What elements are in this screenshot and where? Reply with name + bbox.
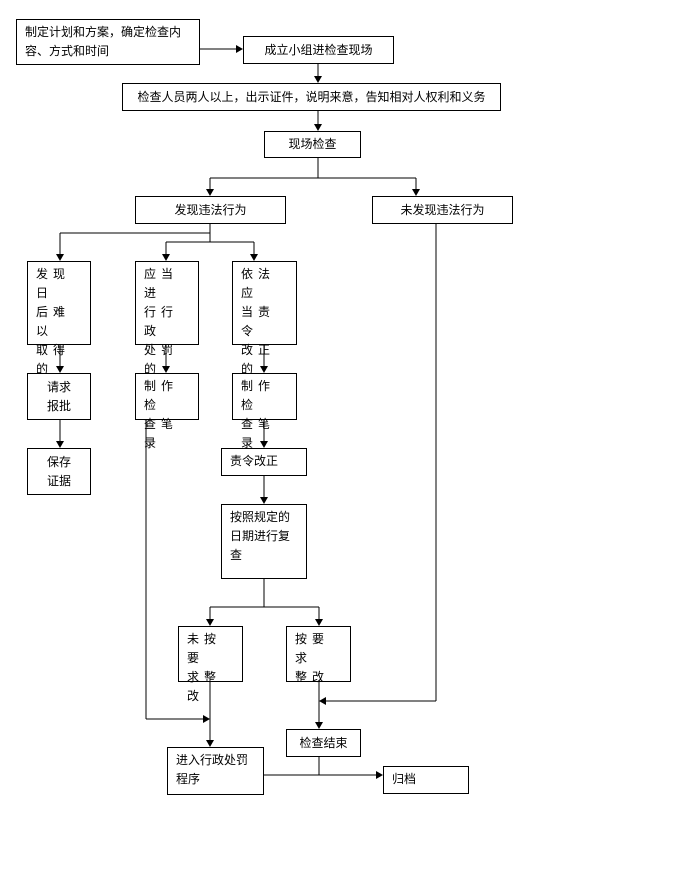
node-corrected: 按要求 整改 — [286, 626, 351, 684]
node-team: 成立小组进检查现场 — [243, 36, 394, 64]
node-penalty-procedure: 进入行政处罚 程序 — [167, 747, 264, 795]
node-found: 发现违法行为 — [135, 196, 286, 224]
node-hard-evidence: 发现日 后难以 取得的 证据 — [27, 261, 91, 395]
node-admin-penalty: 应当进 行行政 处罚的 行为 — [135, 261, 199, 395]
node-archive: 归档 — [383, 766, 469, 794]
node-not-corrected: 未按要 求整改 — [178, 626, 243, 703]
node-not-found: 未发现违法行为 — [372, 196, 513, 224]
node-plan: 制定计划和方案，确定检查内 容、方式和时间 — [16, 19, 200, 65]
node-onsite: 现场检查 — [264, 131, 361, 158]
node-inspectors: 检查人员两人以上，出示证件，说明来意，告知相对人权利和义务 — [122, 83, 501, 111]
node-order-correct: 依法应 当责令 改正的 行为 — [232, 261, 297, 395]
node-request-approval: 请求 报批 — [27, 373, 91, 420]
node-record-1: 制作检 查笔录 — [135, 373, 199, 450]
node-correction: 责令改正 — [221, 448, 307, 476]
node-end: 检查结束 — [286, 729, 361, 757]
node-preserve-evidence: 保存 证据 — [27, 448, 91, 495]
node-recheck: 按照规定的 日期进行复 查 — [221, 504, 307, 579]
node-record-2: 制作检 查笔录 — [232, 373, 297, 450]
